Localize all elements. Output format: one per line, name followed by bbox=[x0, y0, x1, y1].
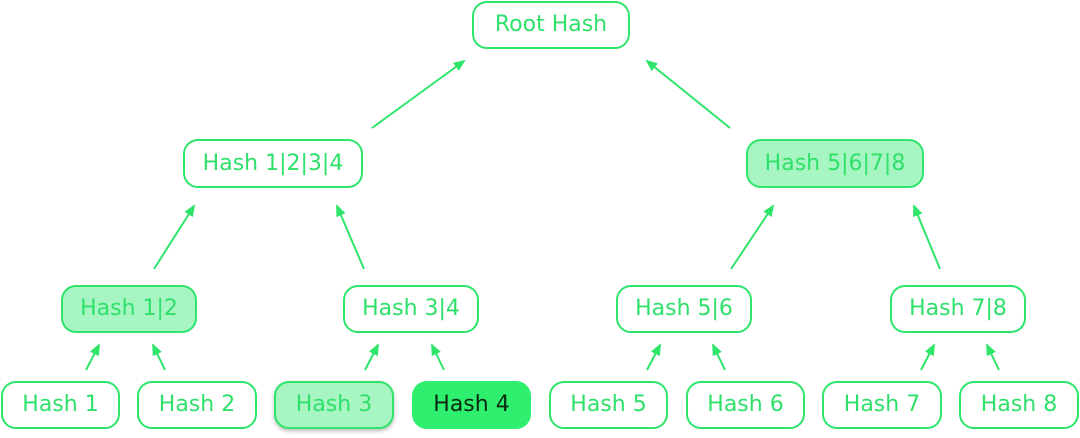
node-hash-5: Hash 5 bbox=[549, 381, 668, 429]
arrow-h7-to-h78 bbox=[920, 343, 935, 371]
arrow-h78-to-h5678 bbox=[913, 204, 941, 270]
arrow-h56-to-h5678 bbox=[730, 204, 775, 270]
arrow-h1234-to-root bbox=[371, 59, 466, 129]
node-hash-78: Hash 7|8 bbox=[890, 285, 1026, 333]
arrow-h5-to-h56 bbox=[646, 343, 661, 371]
node-hash-8: Hash 8 bbox=[959, 381, 1079, 429]
node-hash-1234: Hash 1|2|3|4 bbox=[183, 139, 363, 188]
node-hash-12: Hash 1|2 bbox=[61, 285, 197, 333]
arrow-h3-to-h34 bbox=[364, 343, 379, 371]
node-hash-3: Hash 3 bbox=[274, 381, 394, 429]
arrow-h4-to-h34 bbox=[431, 343, 445, 371]
node-hash-34: Hash 3|4 bbox=[343, 285, 479, 333]
node-root-hash: Root Hash bbox=[472, 1, 630, 49]
node-hash-6: Hash 6 bbox=[686, 381, 805, 429]
arrow-h12-to-h1234 bbox=[153, 204, 196, 270]
arrow-h8-to-h78 bbox=[986, 343, 1000, 371]
arrow-h5678-to-root bbox=[645, 59, 731, 129]
node-hash-7: Hash 7 bbox=[822, 381, 942, 429]
arrow-h34-to-h1234 bbox=[336, 204, 365, 270]
node-hash-1: Hash 1 bbox=[1, 381, 120, 429]
node-hash-4: Hash 4 bbox=[412, 381, 531, 429]
node-hash-5678: Hash 5|6|7|8 bbox=[746, 139, 924, 188]
arrow-h1-to-h12 bbox=[85, 343, 100, 371]
node-hash-2: Hash 2 bbox=[137, 381, 257, 429]
node-hash-56: Hash 5|6 bbox=[616, 285, 752, 333]
arrow-h6-to-h56 bbox=[712, 343, 726, 371]
arrow-h2-to-h12 bbox=[152, 343, 166, 371]
